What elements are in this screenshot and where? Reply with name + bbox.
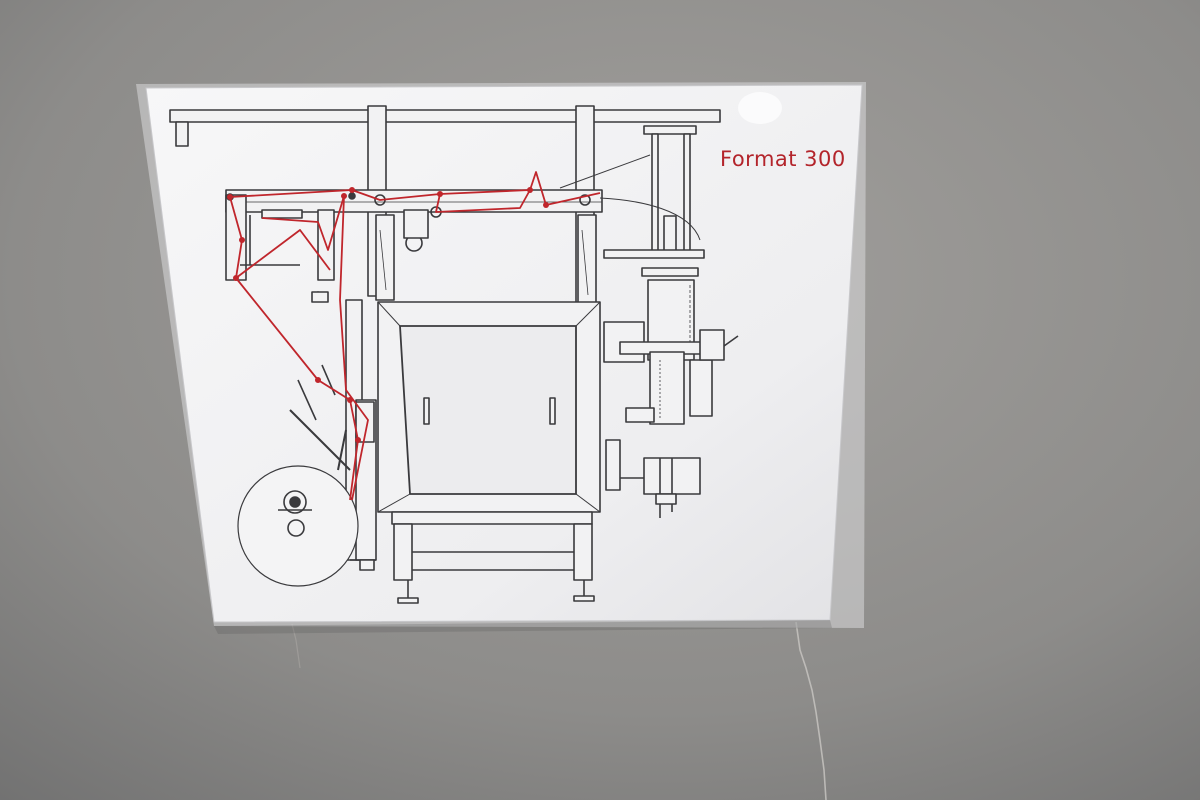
sleeve-shadow bbox=[214, 620, 832, 634]
sleeve-glare bbox=[738, 92, 782, 124]
door-handle-right bbox=[549, 397, 556, 425]
overhead-beam bbox=[169, 109, 721, 123]
cylinder-unit bbox=[559, 125, 739, 518]
sheet-heading: Format 300 bbox=[720, 147, 846, 171]
film-reel bbox=[237, 465, 359, 587]
film-path-rollers bbox=[227, 187, 549, 443]
machine-diagram bbox=[169, 105, 739, 604]
base-frame bbox=[391, 511, 593, 525]
wall-crack bbox=[795, 621, 827, 800]
beam-end-bracket bbox=[175, 121, 189, 147]
foot-left bbox=[397, 597, 419, 604]
wall-mark bbox=[291, 623, 301, 669]
foot-right bbox=[573, 595, 595, 602]
door-handle-left bbox=[423, 397, 430, 425]
reel-hub bbox=[283, 490, 307, 514]
